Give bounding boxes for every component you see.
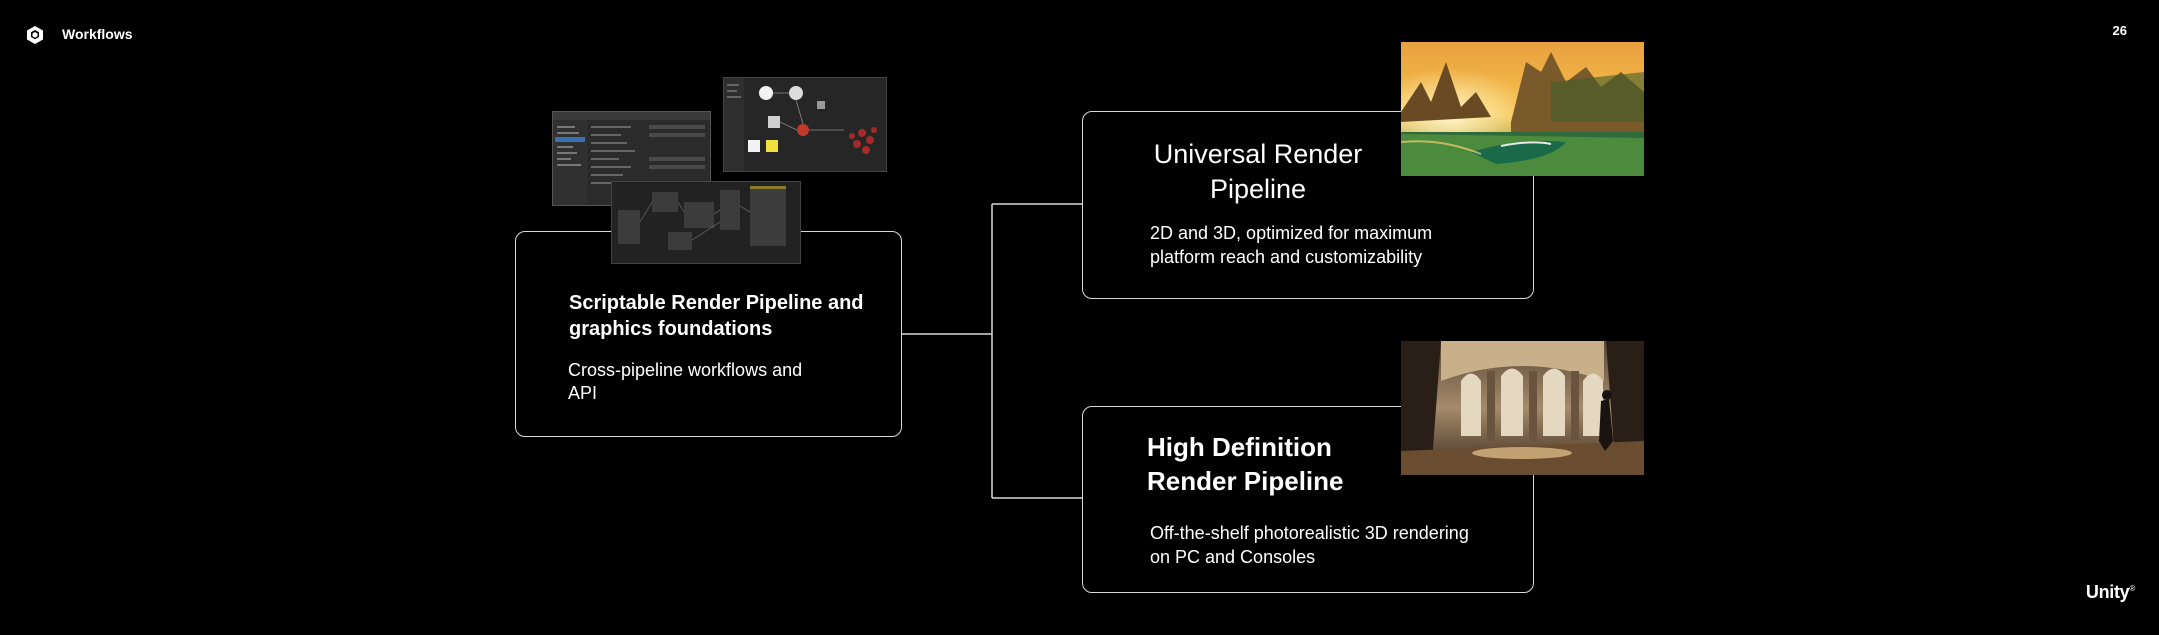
shader-graph-screenshot [723,77,887,172]
srp-description: Cross-pipeline workflows and API [568,360,803,403]
hdrp-description: Off-the-shelf photorealistic 3D renderin… [1150,523,1469,567]
urp-scene-image [1401,42,1644,176]
hdrp-card [1082,406,1534,593]
urp-title: Universal Render Pipeline [1153,139,1363,204]
srp-title: Scriptable Render Pipeline and graphics … [569,292,864,340]
page-number: 26 [2112,23,2127,38]
hdrp-scene-image [1401,341,1644,475]
hdrp-title: High Definition Render Pipeline [1147,432,1344,496]
brand-text: Unity [2085,582,2130,602]
section-title: Workflows [62,26,133,42]
urp-description: 2D and 3D, optimized for maximum platfor… [1150,223,1433,267]
node-graph-screenshot [611,181,801,264]
unity-wordmark: Unity® [2085,582,2135,602]
unity-cube-icon [27,26,43,44]
urp-card [1082,111,1534,299]
